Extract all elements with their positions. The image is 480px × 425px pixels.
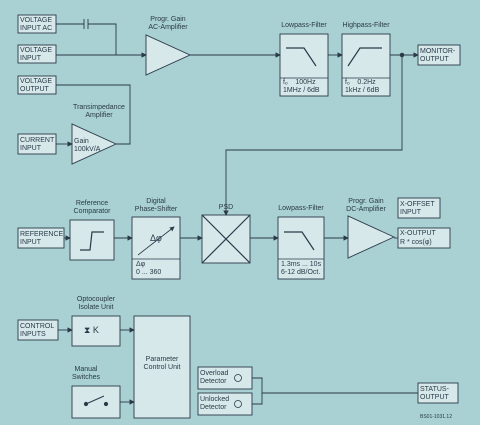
transimp-gain: Gain 100kV/A <box>74 138 101 153</box>
lowpass-curve <box>286 47 317 67</box>
dc-amp-title: Progr. Gain DC-Amplifier <box>346 198 386 213</box>
x-offset-input-box <box>397 197 441 219</box>
transimp-title: Transimpedance Amplifier <box>73 104 125 119</box>
lowpass-title: Lowpass-Filter <box>281 22 327 29</box>
comparator-step <box>80 231 104 251</box>
highpass-filter-box <box>341 33 391 97</box>
overload-label: Overload Detector <box>200 370 229 385</box>
switches-title: Manual Switches <box>71 366 100 381</box>
lowpass-2-curve <box>284 231 315 251</box>
reference-comparator-box <box>69 219 115 261</box>
parameter-control-box <box>133 315 191 419</box>
unlocked-label: Unlocked Detector <box>200 396 230 411</box>
dc-amplifier-triangle <box>347 215 396 259</box>
phase-spec: Δφ 0 ... 360 <box>136 261 162 276</box>
lowpass2-title: Lowpass-Filter <box>278 205 324 212</box>
footer-code: BS01-1031.12 <box>420 414 452 420</box>
psd-cross-2 <box>201 214 251 264</box>
x-output-formula: R * cos(φ) <box>400 239 432 246</box>
x-output-label[interactable]: X-OUTPUT <box>400 230 436 237</box>
voltage-output-label[interactable]: VOLTAGE OUTPUT <box>20 78 53 93</box>
opto-symbol: ⧗ K <box>84 325 99 335</box>
param-title: Parameter Control Unit <box>143 356 181 371</box>
optocoupler-box <box>71 315 121 347</box>
ac-amplifier-triangle <box>145 34 192 76</box>
highpass-title: Highpass-Filter <box>342 22 390 29</box>
lowpass2-spec: 1.3ms ... 10s 6-12 dB/Oct. <box>281 261 322 276</box>
reference-input-label[interactable]: REFERENCE INPUT <box>20 231 64 246</box>
lowpass-filter-box <box>279 33 329 97</box>
ac-amp-title: Progr. Gain AC-Amplifier <box>148 16 188 31</box>
unlocked-sun-icon <box>234 400 242 408</box>
highpass-curve <box>347 47 382 67</box>
lowpass-spec: fₒ 100Hz 1MHz / 6dB <box>283 79 320 94</box>
control-inputs-label[interactable]: CONTROL INPUTS <box>20 323 55 338</box>
voltage-input-label[interactable]: VOLTAGE INPUT <box>20 47 53 62</box>
voltage-input-box <box>17 44 57 64</box>
current-input-label[interactable]: CURRENT INPUT <box>20 137 55 152</box>
voltage-input-ac-label[interactable]: VOLTAGE INPUT AC <box>20 17 53 32</box>
ref-comp-title: Reference Comparator <box>73 200 111 215</box>
opto-title: Optocoupler Isolate Unit <box>76 296 116 311</box>
monitor-output-label[interactable]: MONITOR- OUTPUT <box>420 48 456 63</box>
highpass-spec: fₒ 0.2Hz 1kHz / 6dB <box>345 79 380 94</box>
x-offset-input-label[interactable]: X-OFFSET INPUT <box>400 201 435 216</box>
phase-symbol: Δφ <box>150 233 162 243</box>
switches-box <box>71 385 121 419</box>
status-output-label[interactable]: STATUS- OUTPUT <box>420 386 449 401</box>
psd-title: PSD <box>218 204 234 211</box>
phase-title: Digital Phase-Shifter <box>134 198 178 213</box>
overload-sun-icon <box>234 374 242 382</box>
lowpass-filter-2-box <box>277 216 325 280</box>
